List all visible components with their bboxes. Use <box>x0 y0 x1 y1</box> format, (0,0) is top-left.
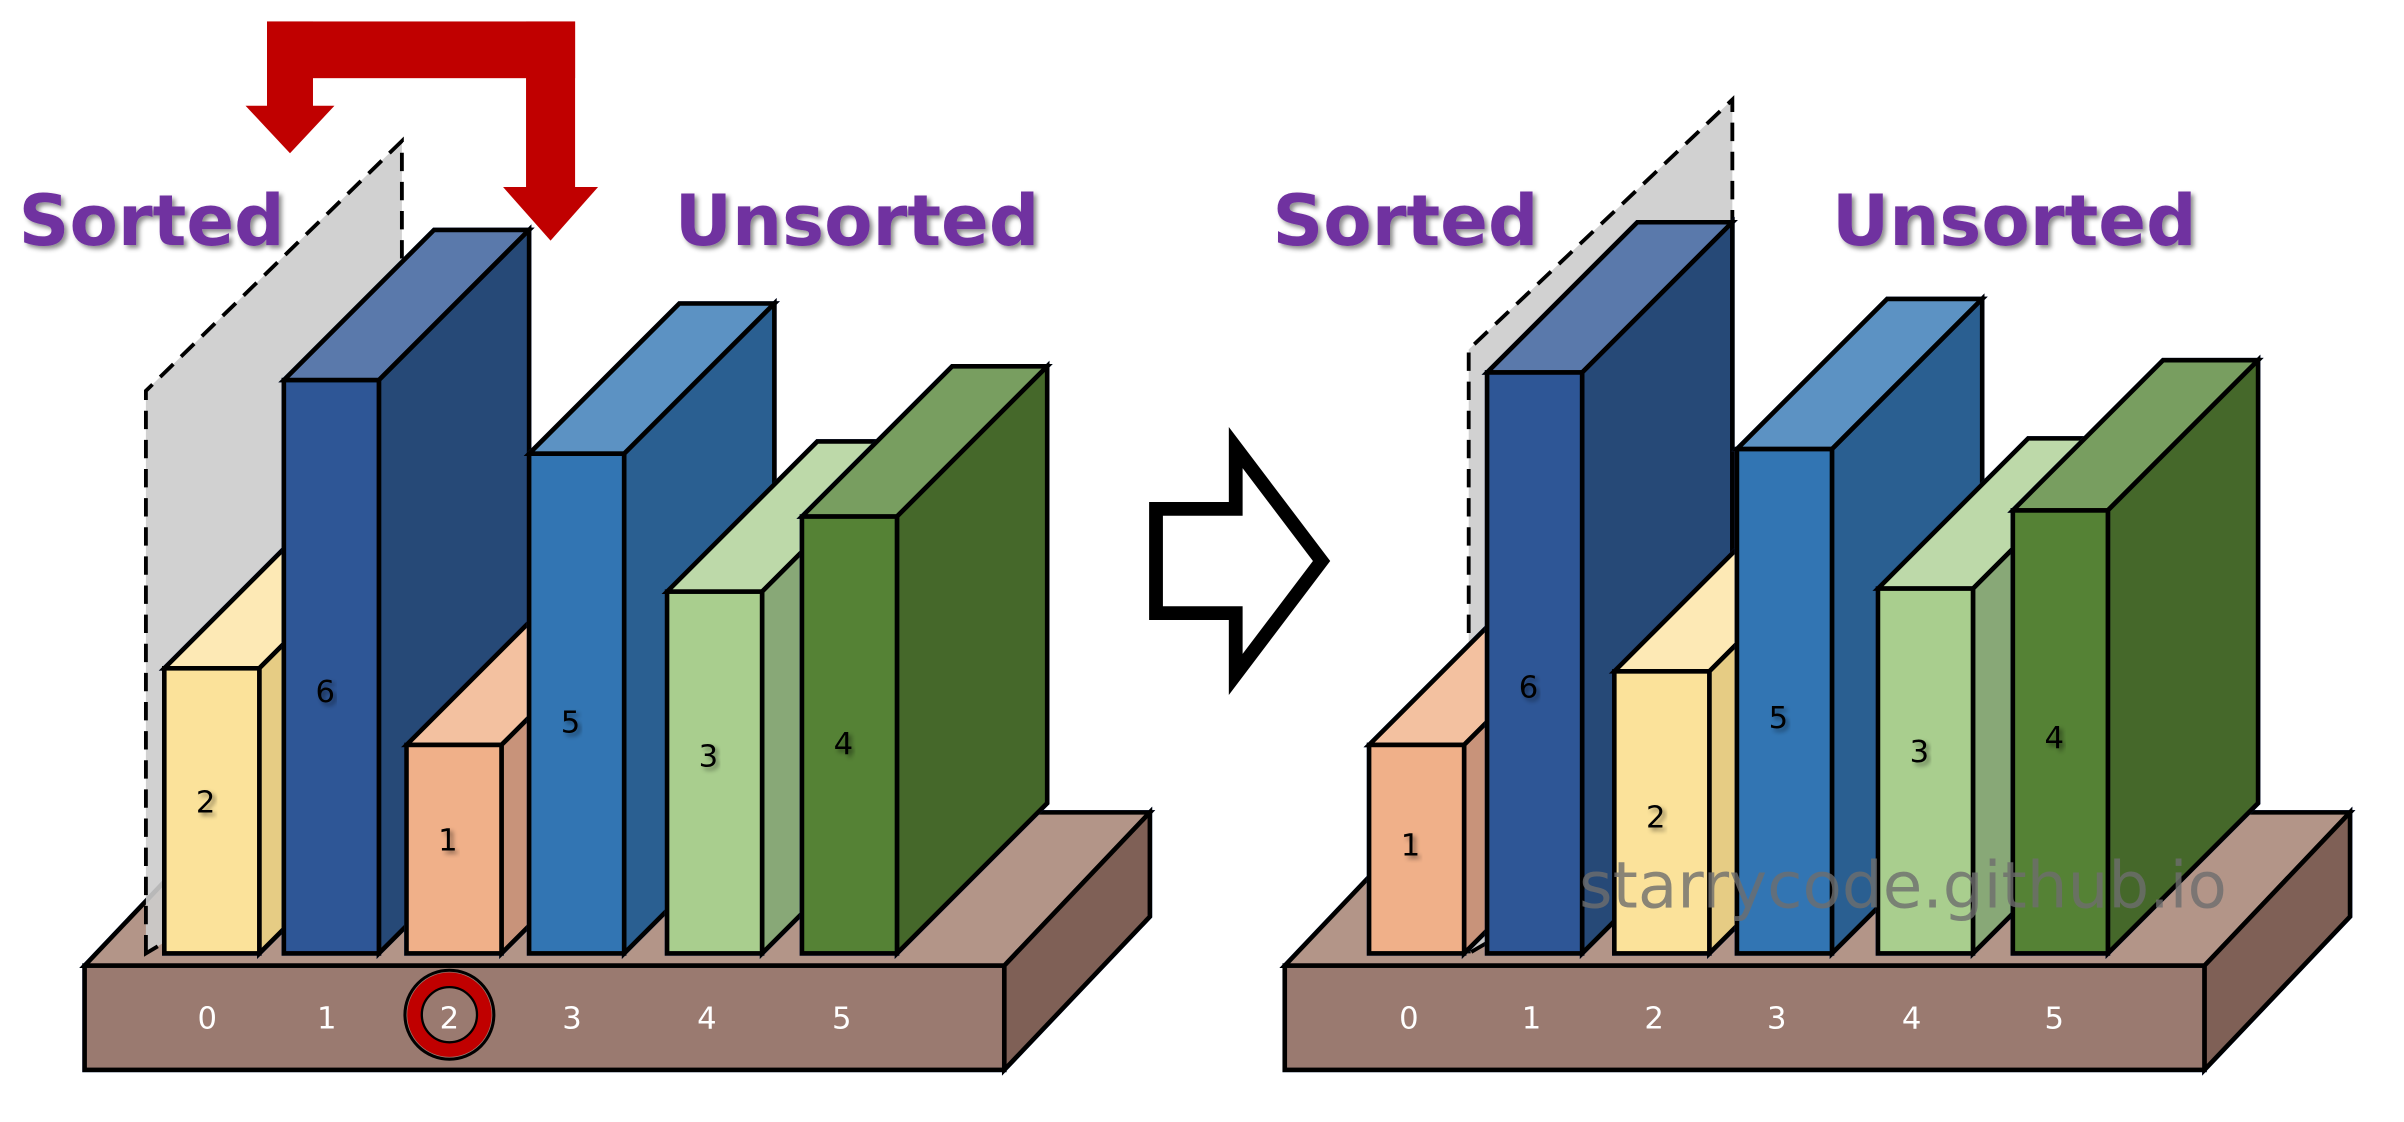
sorted-label: Sorted <box>1273 180 1539 262</box>
index-label: 3 <box>1767 1002 1787 1037</box>
index-label: 1 <box>317 1002 337 1037</box>
bar-value: 6 <box>1519 670 1539 705</box>
base-front <box>82 963 1007 1073</box>
index-label: 0 <box>197 1002 217 1037</box>
bar-front <box>799 514 900 956</box>
watermark: starrycode.github.io <box>1579 848 2227 923</box>
unsorted-label: Unsorted <box>1832 180 2197 262</box>
bar-value: 3 <box>1910 735 1930 770</box>
index-label: 0 <box>1399 1002 1419 1037</box>
bar-value: 1 <box>1401 828 1421 863</box>
bar-value: 3 <box>699 739 719 774</box>
bar-front <box>404 742 504 956</box>
after-panel: 1 6 2 5 3 4 0 1 2 3 4 5 Sorted Unsorted <box>1273 95 2356 1076</box>
base-front <box>1282 963 2207 1073</box>
bar-value: 2 <box>196 785 216 820</box>
highlight-ring-inner <box>420 985 479 1044</box>
bar-value: 2 <box>1646 801 1666 836</box>
before-panel: 2 6 1 5 3 4 0 1 2 3 4 5 Sorted Unsorted <box>19 136 1156 1076</box>
bar-4 <box>796 360 1053 959</box>
bar-value: 4 <box>834 727 854 762</box>
right-arrow-icon <box>1149 427 1331 695</box>
bar-front <box>2010 508 2111 956</box>
bar-front <box>1484 370 1585 956</box>
bar-value: 5 <box>561 706 581 741</box>
index-label: 5 <box>2044 1002 2064 1037</box>
bar-front <box>281 377 382 956</box>
bar-front <box>1734 446 1835 956</box>
index-label: 5 <box>832 1002 852 1037</box>
current-index-highlight-icon <box>407 972 492 1057</box>
bar-4 <box>2007 354 2264 959</box>
index-label: 2 <box>1644 1002 1664 1037</box>
bar-value: 4 <box>2044 721 2064 756</box>
index-label: 3 <box>562 1002 582 1037</box>
bar-front <box>162 665 262 956</box>
bar-value: 5 <box>1769 701 1789 736</box>
sorted-label: Sorted <box>19 180 285 262</box>
index-label: 2 <box>440 1002 460 1037</box>
bar-front <box>1612 669 1712 956</box>
index-label: 4 <box>1902 1002 1922 1037</box>
bar-front <box>1366 742 1467 956</box>
bar-front <box>1875 586 1976 956</box>
bar-value: 6 <box>315 675 335 710</box>
move-arrow-icon <box>245 21 599 241</box>
bar-front <box>526 451 627 956</box>
unsorted-label: Unsorted <box>675 180 1040 262</box>
bar-value: 1 <box>438 824 458 859</box>
index-label: 1 <box>1522 1002 1542 1037</box>
index-label: 4 <box>697 1002 717 1037</box>
bar-front <box>664 589 765 956</box>
highlight-ring-outer <box>403 968 496 1061</box>
